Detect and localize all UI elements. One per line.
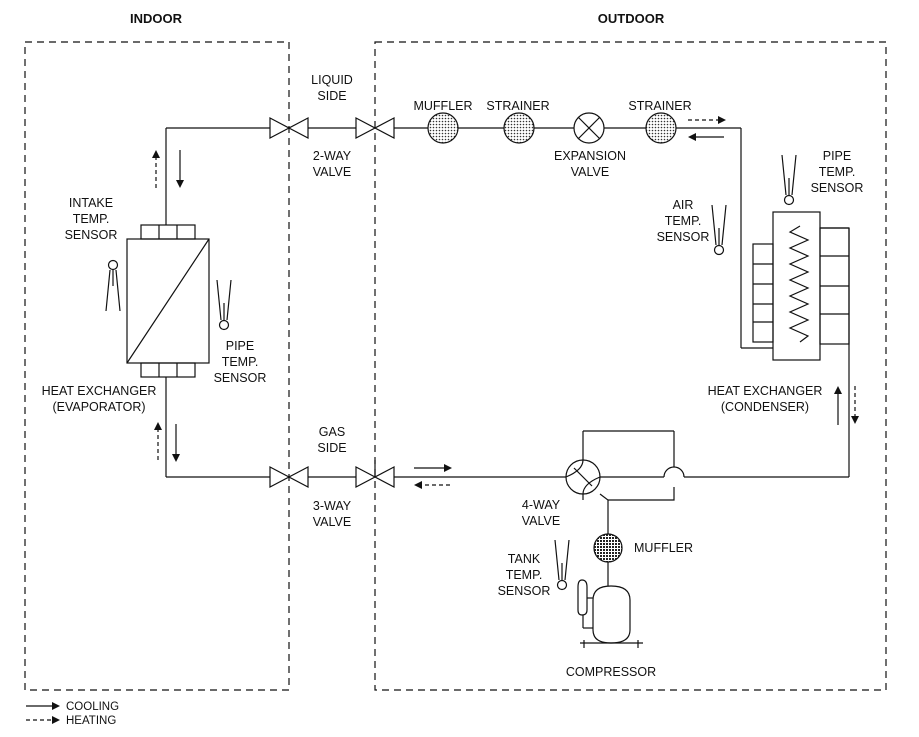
- heating-arrow-indoor-bottom: [154, 422, 162, 460]
- strainer-2-label: STRAINER: [628, 99, 691, 113]
- two-way-valve-indoor-side: [269, 117, 309, 139]
- tank-sensor-label-3: SENSOR: [498, 584, 551, 598]
- three-way-valve-indoor-side: [269, 466, 309, 488]
- cooling-arrow-indoor-bottom: [172, 424, 180, 462]
- air-sensor-label-2: TEMP.: [665, 214, 702, 228]
- heating-arrow-indoor-top: [152, 150, 160, 188]
- legend-heating-arrow: [26, 716, 60, 724]
- intake-sensor-label-3: SENSOR: [65, 228, 118, 242]
- four-way-valve-label-2: VALVE: [522, 514, 560, 528]
- strainer-1: [503, 112, 535, 144]
- strainer-1-label: STRAINER: [486, 99, 549, 113]
- two-way-valve-label-2: VALVE: [313, 165, 351, 179]
- heating-arrow-condenser: [851, 386, 859, 424]
- outdoor-pipe-sensor-label-3: SENSOR: [811, 181, 864, 195]
- gas-side-label-2: SIDE: [317, 441, 346, 455]
- indoor-pipe-sensor-label-2: TEMP.: [222, 355, 259, 369]
- air-sensor-label-3: SENSOR: [657, 230, 710, 244]
- expansion-valve-label-1: EXPANSION: [554, 149, 626, 163]
- tank-temp-sensor: [554, 539, 570, 591]
- heating-arrow-gas-line: [414, 481, 450, 489]
- two-way-valve-outdoor-side: [355, 117, 395, 139]
- indoor-header: INDOOR: [130, 11, 183, 26]
- three-way-valve-label-1: 3-WAY: [313, 499, 352, 513]
- outdoor-header: OUTDOOR: [598, 11, 665, 26]
- outdoor-unit-boundary: [374, 41, 887, 691]
- indoor-heat-exchanger: [126, 224, 210, 378]
- gas-side-label-1: GAS: [319, 425, 345, 439]
- liquid-side-label-1: LIQUID: [311, 73, 353, 87]
- outdoor-heat-exchanger: [752, 211, 850, 361]
- tank-sensor-label-2: TEMP.: [506, 568, 543, 582]
- indoor-pipe-temp-sensor: [216, 279, 232, 331]
- cooling-arrow-indoor-top: [176, 150, 184, 188]
- muffler-bottom-label: MUFFLER: [634, 541, 693, 555]
- strainer-2: [645, 112, 677, 144]
- legend: COOLING HEATING: [26, 701, 119, 727]
- intake-sensor-label-2: TEMP.: [73, 212, 110, 226]
- air-sensor-label-1: AIR: [673, 198, 694, 212]
- compressor-label: COMPRESSOR: [566, 665, 656, 679]
- cooling-arrow-gas-line: [414, 464, 452, 472]
- outdoor-pipe-sensor-label-1: PIPE: [823, 149, 852, 163]
- condenser-label-1: HEAT EXCHANGER: [708, 384, 823, 398]
- four-way-valve-loop: [582, 430, 675, 586]
- intake-sensor-label-1: INTAKE: [69, 196, 113, 210]
- indoor-unit-boundary: [24, 41, 290, 691]
- legend-cooling-label: COOLING: [66, 701, 119, 713]
- cooling-arrow-liquid-line: [688, 133, 724, 141]
- heating-arrow-liquid-line: [688, 116, 726, 124]
- legend-heating-label: HEATING: [66, 715, 116, 727]
- indoor-pipe-sensor-label-3: SENSOR: [214, 371, 267, 385]
- compressor: [577, 579, 643, 648]
- four-way-valve: [565, 459, 601, 495]
- air-temp-sensor: [711, 204, 727, 256]
- three-way-valve-label-2: VALVE: [313, 515, 351, 529]
- muffler-top-label: MUFFLER: [413, 99, 472, 113]
- intake-temp-sensor: [105, 259, 121, 312]
- expansion-valve-label-2: VALVE: [571, 165, 609, 179]
- outdoor-pipe-temp-sensor: [781, 154, 797, 206]
- legend-cooling-arrow: [26, 702, 60, 710]
- liquid-line: [166, 127, 773, 349]
- four-way-valve-label-1: 4-WAY: [522, 498, 561, 512]
- muffler-bottom: [593, 533, 623, 563]
- tank-sensor-label-1: TANK: [508, 552, 541, 566]
- condenser-label-2: (CONDENSER): [721, 400, 809, 414]
- expansion-valve: [573, 112, 605, 144]
- gas-line: [166, 227, 850, 478]
- liquid-side-label-2: SIDE: [317, 89, 346, 103]
- evaporator-label-1: HEAT EXCHANGER: [42, 384, 157, 398]
- two-way-valve-label-1: 2-WAY: [313, 149, 352, 163]
- three-way-valve-outdoor-side: [355, 460, 395, 488]
- indoor-pipe-sensor-label-1: PIPE: [226, 339, 255, 353]
- outdoor-pipe-sensor-label-2: TEMP.: [819, 165, 856, 179]
- cooling-arrow-condenser: [834, 386, 842, 425]
- evaporator-label-2: (EVAPORATOR): [52, 400, 145, 414]
- muffler-top: [427, 112, 459, 144]
